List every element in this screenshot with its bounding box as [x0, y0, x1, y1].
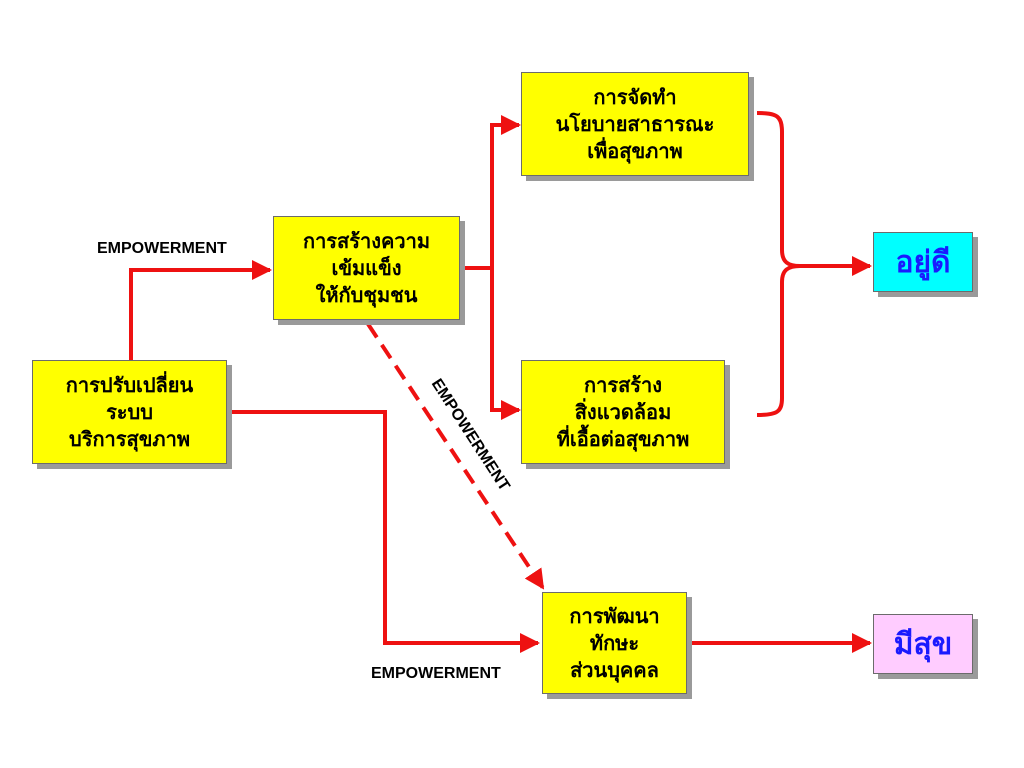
connector-community-to-skills-dashed	[366, 322, 545, 590]
node-line: นโยบายสาธารณะ	[555, 111, 715, 136]
node-health-service-reform: การปรับเปลี่ยน ระบบ บริการสุขภาพ	[32, 360, 227, 464]
node-supportive-environment: การสร้าง สิ่งแวดล้อม ที่เอื้อต่อสุขภาพ	[521, 360, 725, 464]
edge-label-empowerment-top: EMPOWERMENT	[97, 240, 227, 257]
node-line: การปรับเปลี่ยน	[65, 372, 194, 397]
node-line: การสร้างความ	[302, 228, 431, 253]
node-line: ที่เอื้อต่อสุขภาพ	[556, 426, 690, 451]
node-line: เพื่อสุขภาพ	[587, 138, 683, 163]
connector-reform-to-skills	[229, 410, 540, 653]
brace-outcome	[756, 111, 801, 417]
node-community-strengthening: การสร้างความ เข้มแข็ง ให้กับชุมชน	[273, 216, 460, 320]
node-line: เข้มแข็ง	[331, 255, 402, 280]
node-line: ให้กับชุมชน	[315, 282, 418, 307]
node-line: สิ่งแวดล้อม	[574, 399, 672, 424]
node-line: บริการสุขภาพ	[69, 426, 190, 451]
node-line: ระบบ	[106, 399, 153, 424]
node-personal-skills: การพัฒนา ทักษะ ส่วนบุคคล	[542, 592, 687, 694]
connector-community-to-environment	[490, 268, 521, 420]
node-line: ส่วนบุคคล	[570, 657, 659, 682]
edge-label-empowerment-bottom: EMPOWERMENT	[371, 665, 501, 682]
connector-community-to-policy	[490, 115, 521, 268]
outcome-well-being: อยู่ดี	[873, 232, 973, 292]
outcome-happiness: มีสุข	[873, 614, 973, 674]
node-healthy-public-policy: การจัดทำ นโยบายสาธารณะ เพื่อสุขภาพ	[521, 72, 749, 176]
node-line: การพัฒนา	[569, 603, 660, 628]
connector-reform-to-community	[129, 260, 272, 360]
node-line: การจัดทำ	[593, 84, 677, 109]
node-line: การสร้าง	[583, 372, 663, 397]
node-line: ทักษะ	[589, 630, 640, 655]
